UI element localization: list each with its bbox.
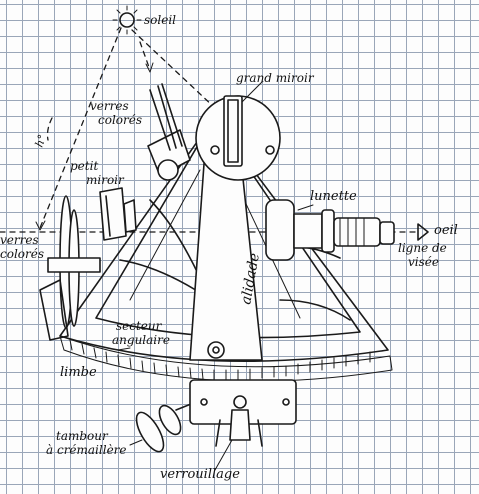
- label-soleil: soleil: [144, 13, 176, 27]
- micrometer-drum: [135, 401, 197, 453]
- index-mirror: [195, 95, 281, 181]
- label-oeil: oeil: [434, 223, 458, 238]
- limb-scale: [69, 339, 371, 381]
- label-grand-miroir: grand miroir: [236, 71, 315, 85]
- label-verres-colores-left-2: colorés: [0, 247, 44, 261]
- label-verrouillage: verrouillage: [160, 467, 240, 482]
- sun-icon: [112, 5, 142, 35]
- label-lunette: lunette: [310, 189, 357, 204]
- label-petit-miroir-2: miroir: [86, 173, 125, 187]
- label-verres-colores-left-1: verres: [0, 233, 39, 247]
- label-secteur-angulaire-2: angulaire: [112, 333, 170, 347]
- label-leader-lines: [117, 81, 314, 471]
- label-limbe: limbe: [60, 365, 97, 380]
- label-verres-colores-top-1: verres: [90, 99, 129, 113]
- label-ligne-de-visee-2: visée: [408, 255, 439, 269]
- label-verres-colores-top-2: colorés: [98, 113, 142, 127]
- telescope: [265, 199, 395, 261]
- label-ligne-de-visee-1: ligne de: [398, 241, 447, 255]
- label-angle-mark: h°: [33, 133, 50, 149]
- lock-mechanism: [189, 379, 297, 447]
- horizon-mirror: [99, 187, 137, 241]
- shade-glasses-left: [39, 195, 101, 341]
- label-petit-miroir-1: petit: [70, 159, 98, 173]
- label-secteur-angulaire-1: secteur: [116, 319, 163, 333]
- label-tambour-1: tambour: [56, 429, 109, 443]
- label-tambour-2: à crémaillère: [46, 443, 127, 457]
- shade-glasses-top: [147, 83, 191, 181]
